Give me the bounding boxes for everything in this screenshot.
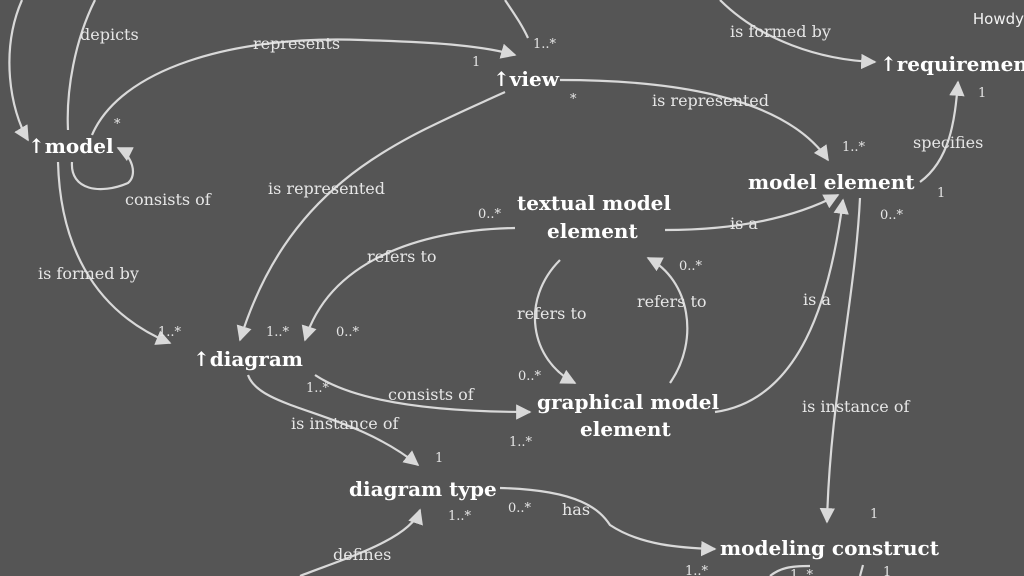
node-modeling-construct[interactable]: modeling construct <box>720 536 940 560</box>
edge-textual-to-graphical <box>533 259 577 384</box>
edge-view-is-represented-diagram <box>236 90 506 342</box>
label-is-a-textual: is a <box>730 214 758 233</box>
label-consists-of-model: consists of <box>125 190 212 209</box>
label-is-a-graphical: is a <box>803 290 831 309</box>
corner-overlay-text: Howdy <box>972 10 1024 28</box>
mult-tme-0-star: 0..* <box>478 207 502 222</box>
label-is-instance-of-element: is instance of <box>802 397 910 416</box>
mult-me-1: 1 <box>937 186 945 201</box>
mult-me-1-star: 1..* <box>842 140 866 155</box>
label-is-represented-view: is represented <box>652 91 769 110</box>
edge-model-is-formed-by <box>56 161 172 345</box>
edge-element-instance-of <box>819 197 862 524</box>
edge-represents <box>90 38 517 136</box>
mult-diag-1-star-a: 1..* <box>158 325 182 340</box>
label-refers-to-mid: refers to <box>517 304 587 323</box>
node-model[interactable]: ↑model <box>28 134 114 158</box>
edge-labels: depicts represents is formed by is repre… <box>38 22 983 564</box>
edge-textual-refers-to <box>301 226 516 342</box>
multiplicities: 1..* 1 * * 1 1..* 1 0..* 0..* 0..* 1..* … <box>114 37 986 576</box>
mult-view-1-star: 1..* <box>533 37 557 52</box>
label-is-represented-diagram: is represented <box>268 179 385 198</box>
mult-model-star: * <box>114 117 121 132</box>
node-textual-model-element-line2[interactable]: element <box>547 219 638 243</box>
edges <box>8 0 965 576</box>
edge-model-consists-of <box>70 147 135 191</box>
label-consists-of-diagram: consists of <box>388 385 475 404</box>
edge-is-formed-by-top <box>719 0 877 70</box>
node-diagram[interactable]: ↑diagram <box>193 347 303 371</box>
node-requirement[interactable]: ↑requirement <box>880 52 1024 76</box>
edge-diagram-instance-of <box>246 374 420 466</box>
label-depicts: depicts <box>80 25 139 44</box>
edge-view-is-represented-element <box>559 78 829 162</box>
mult-me-0-star: 0..* <box>880 208 904 223</box>
mult-mc-1-star-b: 1..* <box>790 568 814 576</box>
edge-graphical-is-a <box>714 198 849 414</box>
edge-textual-is-a <box>664 194 840 232</box>
mult-view-star: * <box>570 92 577 107</box>
node-diagram-type[interactable]: diagram type <box>349 477 497 501</box>
edge-depicts <box>8 0 29 142</box>
edge-diagram-consists-of <box>314 374 532 420</box>
mult-diag-1-star-c: 1..* <box>306 381 330 396</box>
label-represents: represents <box>253 34 340 53</box>
mult-dt-1: 1 <box>435 451 443 466</box>
edge-bottom-a <box>769 564 811 576</box>
mult-view-1: 1 <box>472 55 480 70</box>
mult-mc-1: 1 <box>870 507 878 522</box>
label-specifies: specifies <box>913 133 983 152</box>
mult-mc-1-star-a: 1..* <box>685 564 709 576</box>
mult-req-1: 1 <box>978 86 986 101</box>
edge-has <box>499 486 717 557</box>
mult-mc-1-b: 1 <box>883 565 891 576</box>
node-view[interactable]: ↑view <box>493 67 560 91</box>
edge-specifies <box>919 80 965 183</box>
label-defines: defines <box>333 545 391 564</box>
node-graphical-model-element-line1[interactable]: graphical model <box>537 390 720 414</box>
edge-representation-top <box>504 0 529 39</box>
edge-defines <box>299 508 423 576</box>
edge-depicts-inner <box>66 0 96 131</box>
mult-gme-1-star: 1..* <box>509 435 533 450</box>
label-is-instance-of-diagram: is instance of <box>291 414 399 433</box>
mult-tme-0-star-b: 0..* <box>679 259 703 274</box>
label-refers-to-right: refers to <box>637 292 707 311</box>
edge-bottom-b <box>858 564 865 576</box>
label-is-formed-by-top: is formed by <box>730 22 831 41</box>
node-graphical-model-element-line2[interactable]: element <box>580 417 671 441</box>
node-model-element[interactable]: model element <box>748 170 915 194</box>
edge-graphical-to-textual <box>646 257 689 384</box>
label-refers-to-left: refers to <box>367 247 437 266</box>
mult-diag-0-star: 0..* <box>336 325 360 340</box>
mult-gme-0-star: 0..* <box>518 369 542 384</box>
label-has: has <box>562 500 590 519</box>
mult-dt-1-star: 1..* <box>448 509 472 524</box>
node-textual-model-element-line1[interactable]: textual model <box>517 191 671 215</box>
mult-diag-1-star-b: 1..* <box>266 325 290 340</box>
nodes: ↑model ↑view ↑requirement ↑diagram model… <box>28 52 1024 560</box>
mult-dt-0-star: 0..* <box>508 501 532 516</box>
label-is-formed-by-model: is formed by <box>38 264 139 283</box>
